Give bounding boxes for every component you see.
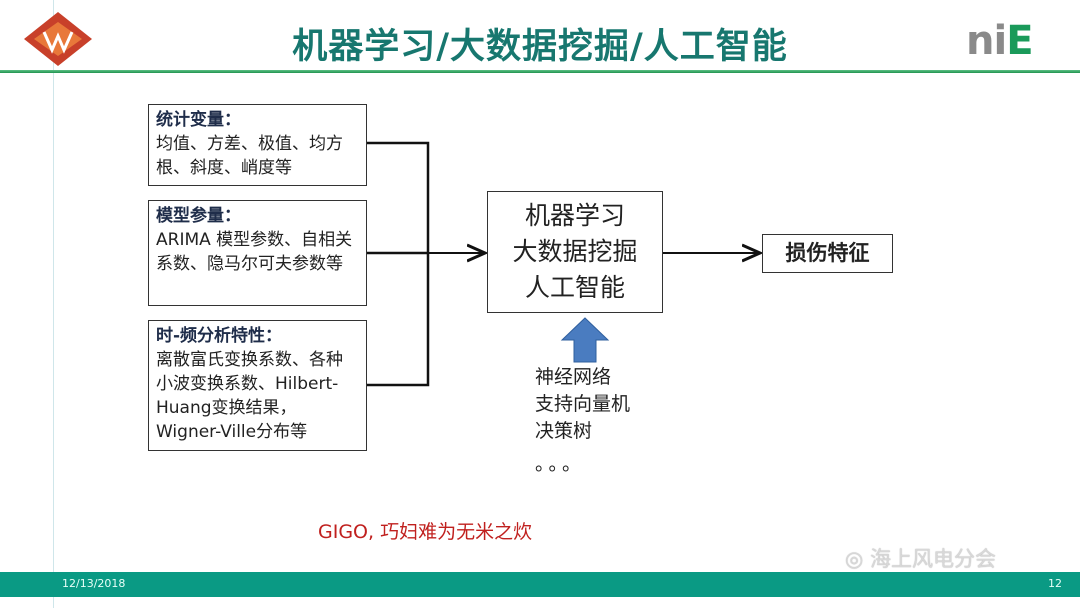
bracket-line bbox=[367, 141, 430, 387]
input-heading: 时-频分析特性： bbox=[156, 326, 283, 346]
guide-line bbox=[53, 0, 54, 608]
page-number: 12 bbox=[1048, 577, 1062, 590]
company-logo bbox=[24, 12, 92, 66]
wechat-icon: ◎ bbox=[845, 547, 870, 571]
center-line: 大数据挖掘 bbox=[512, 237, 638, 266]
algorithm-item: 决策树 bbox=[535, 420, 593, 442]
input-heading: 模型参量： bbox=[156, 206, 241, 226]
nie-logo: niE bbox=[966, 18, 1034, 64]
footer-date: 12/13/2018 bbox=[62, 577, 126, 590]
footer-bar: 12/13/2018 12 bbox=[0, 572, 1080, 597]
center-box: 机器学习 大数据挖掘 人工智能 bbox=[487, 191, 663, 313]
title-divider bbox=[0, 70, 1080, 73]
center-line: 机器学习 bbox=[524, 201, 625, 230]
center-line: 人工智能 bbox=[524, 273, 625, 302]
input-box-statistics: 统计变量： 均值、方差、极值、均方根、斜度、峭度等 bbox=[148, 104, 367, 186]
gigo-note: GIGO, 巧妇难为无米之炊 bbox=[318, 521, 533, 543]
slide-title: 机器学习/大数据挖掘/人工智能 bbox=[292, 27, 788, 67]
input-box-model: 模型参量： ARIMA 模型参数、自相关系数、隐马尔可夫参数等 bbox=[148, 200, 367, 306]
result-box: 损伤特征 bbox=[762, 234, 893, 273]
algorithm-ellipsis: 。。。 bbox=[535, 453, 586, 475]
input-heading: 统计变量： bbox=[156, 110, 241, 130]
input-box-time-frequency: 时-频分析特性： 离散富氏变换系数、各种小波变换系数、Hilbert-Huang… bbox=[148, 320, 367, 451]
watermark-text: 海上风电分会 bbox=[870, 547, 996, 571]
watermark: ◎ 海上风电分会 bbox=[845, 543, 996, 573]
algorithm-list: 神经网络 支持向量机 决策树 。。。 bbox=[535, 364, 630, 478]
input-body: ARIMA 模型参数、自相关系数、隐马尔可夫参数等 bbox=[156, 230, 353, 274]
input-body: 离散富氏变换系数、各种小波变换系数、Hilbert-Huang变换结果，Wign… bbox=[156, 350, 343, 442]
algorithm-item: 支持向量机 bbox=[535, 393, 631, 415]
input-body: 均值、方差、极值、均方根、斜度、峭度等 bbox=[156, 134, 343, 178]
up-arrow-icon bbox=[560, 317, 610, 363]
algorithm-item: 神经网络 bbox=[535, 366, 612, 388]
